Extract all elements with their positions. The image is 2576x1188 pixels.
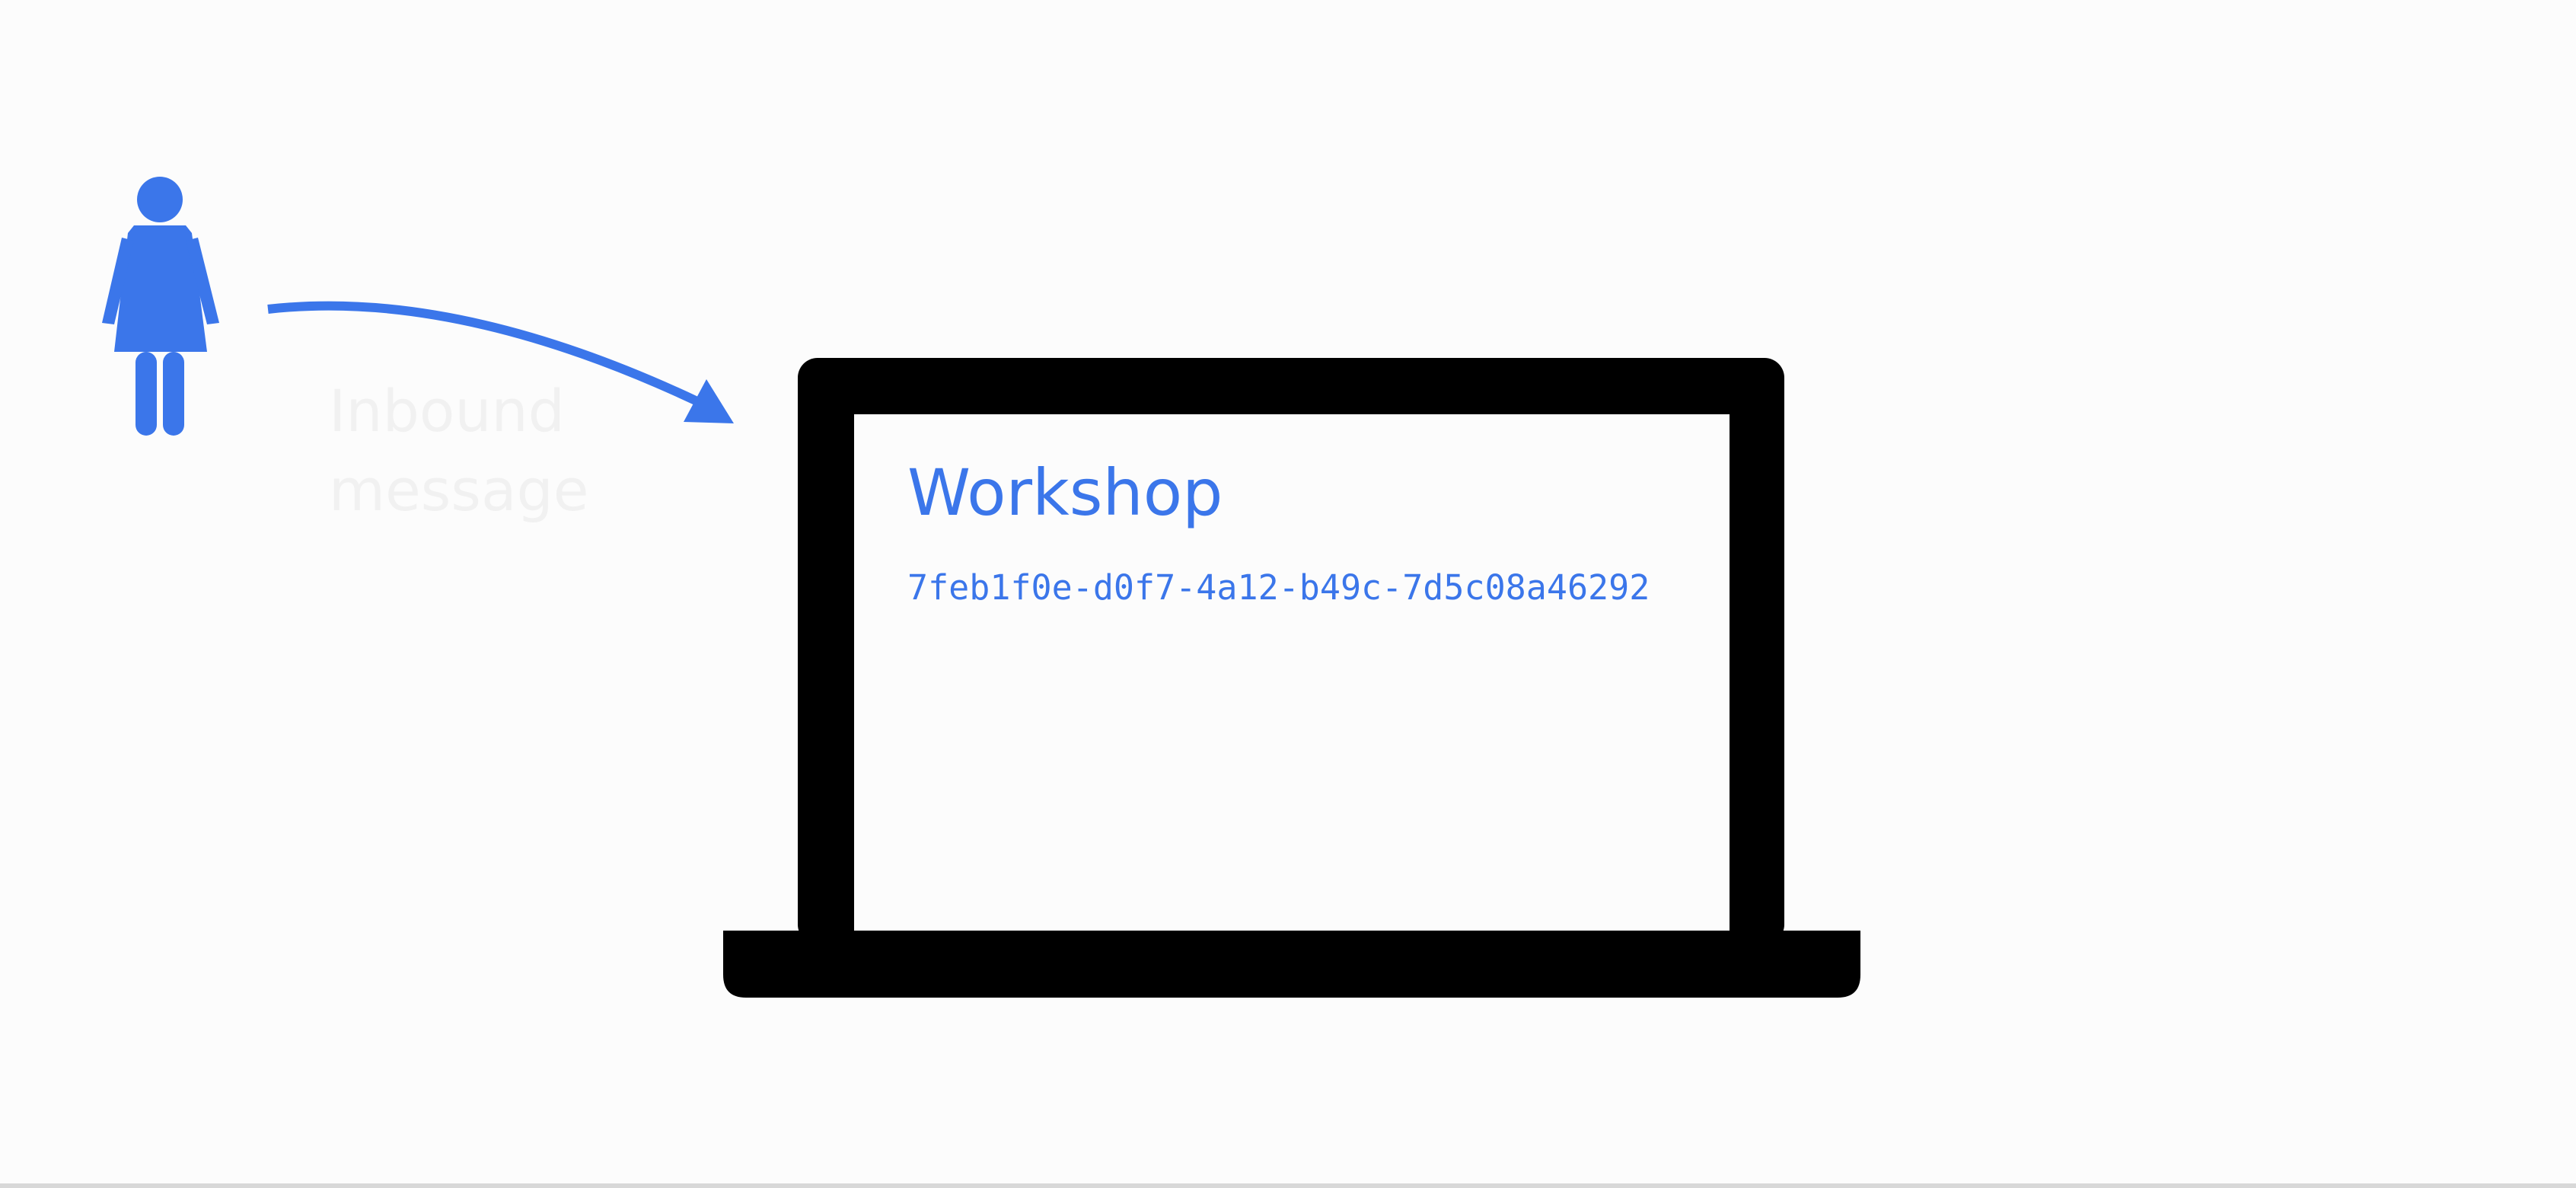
screen-title: Workshop [907, 455, 1223, 530]
bottom-divider [0, 1183, 2576, 1188]
laptop-screen [854, 414, 1730, 932]
screen-id-text: 7feb1f0e-d0f7-4a12-b49c-7d5c08a46292 [907, 567, 1650, 608]
curved-arrow-icon [267, 301, 734, 423]
laptop-base [723, 931, 1860, 998]
inbound-message-label: Inbound message [329, 377, 589, 524]
woman-icon [102, 177, 219, 436]
laptop-icon [723, 358, 1860, 998]
